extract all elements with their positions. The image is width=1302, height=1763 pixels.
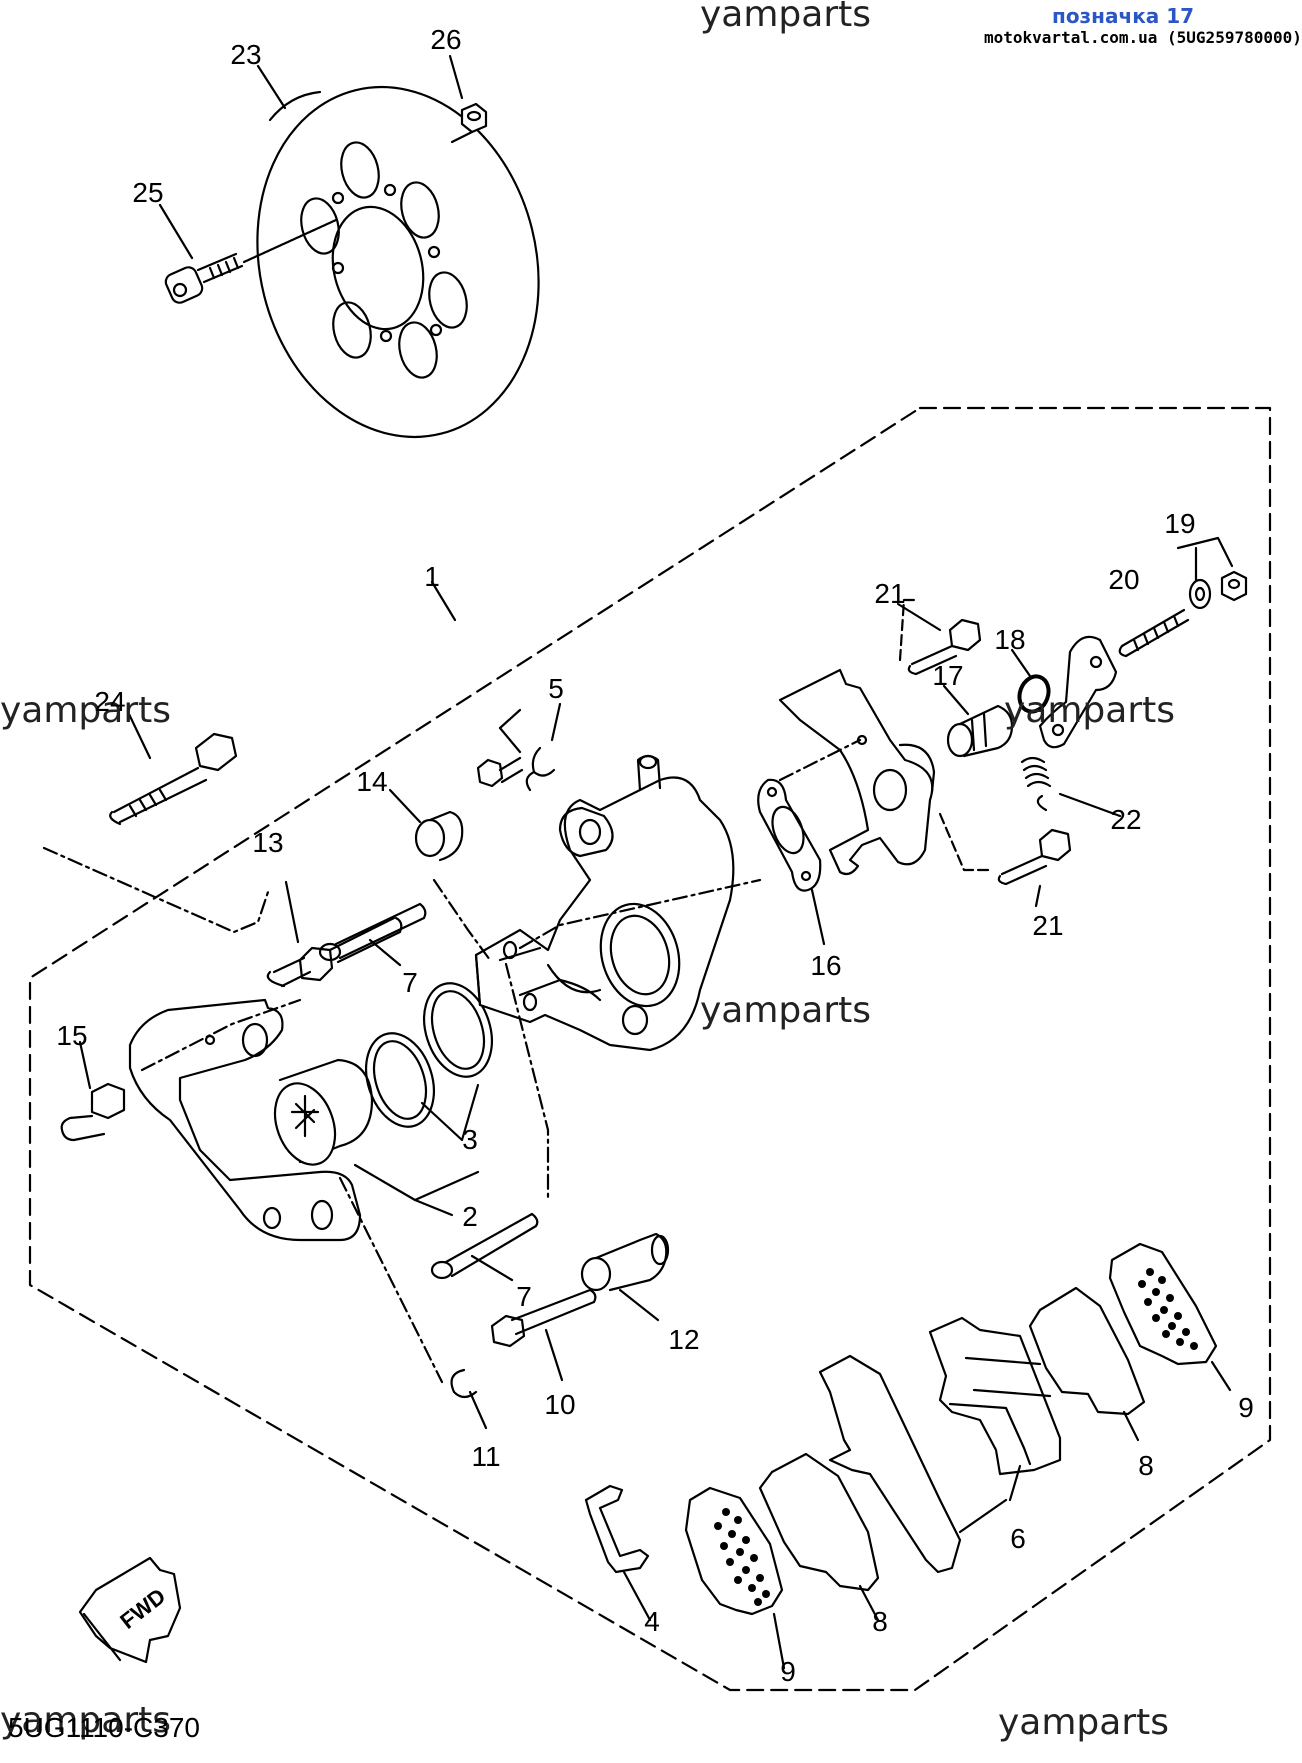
gasket-16: [757, 778, 826, 946]
leader-18: [1010, 648, 1032, 678]
header-tag: позначка 17: [1052, 4, 1195, 28]
callout-8-right: 8: [1138, 1450, 1154, 1481]
leader-2b: [413, 1198, 454, 1217]
bolt-20: [1118, 608, 1190, 658]
spring-22: [1020, 756, 1122, 818]
callout-9-left: 9: [780, 1656, 796, 1687]
connector-g: [504, 962, 550, 1200]
callout-16: 16: [810, 950, 842, 981]
callout-13: 13: [252, 827, 284, 858]
connector-b: [898, 598, 920, 662]
callout-12: 12: [668, 1324, 700, 1355]
callout-1: 1: [424, 561, 440, 592]
support-bracket: [778, 668, 936, 876]
leader-3: [420, 1083, 480, 1142]
callout-23: 23: [230, 39, 262, 70]
guide-bolt-13: [266, 880, 403, 988]
diagram-code: 5UG1110-C370: [8, 1712, 200, 1743]
connector-a: [778, 738, 862, 782]
banjo-fitting-17: [942, 684, 1014, 758]
pin-7-upper: [318, 902, 427, 967]
sleeve-12: [580, 1232, 670, 1322]
bolt-15: [60, 1040, 126, 1142]
connector-d: [42, 846, 270, 934]
connector-i: [518, 878, 762, 950]
callout-7-upper: 7: [402, 967, 418, 998]
shim-8-right: [1028, 1286, 1146, 1442]
leader-25: [158, 203, 194, 260]
callout-18: 18: [994, 624, 1026, 655]
pad-spring-4: [584, 1484, 652, 1622]
callout-14: 14: [356, 766, 388, 797]
watermark-bottom-left: yamparts: [0, 1700, 172, 1741]
fwd-arrow-icon: [78, 1556, 182, 1664]
callout-21-lower: 21: [1032, 910, 1064, 941]
connector-c: [938, 812, 992, 872]
connector-h: [338, 1176, 444, 1384]
bolt-24: [109, 710, 238, 826]
bleed-screw: [476, 702, 562, 792]
brake-disc: [256, 85, 540, 439]
leader-26: [448, 54, 464, 100]
bolt-21-upper: [896, 602, 982, 676]
callout-5: 5: [548, 673, 564, 704]
callout-11: 11: [471, 1441, 501, 1472]
watermark-right: yamparts: [1004, 690, 1176, 731]
callout-9-right: 9: [1238, 1392, 1254, 1423]
callout-19: 19: [1164, 508, 1196, 539]
callout-2: 2: [462, 1201, 478, 1232]
brake-pad-6: [818, 1316, 1062, 1574]
watermark-top: yamparts: [700, 0, 872, 35]
assembly-boundary: [28, 406, 1272, 1692]
callout-7-lower: 7: [516, 1281, 532, 1312]
disc-bolt: [164, 218, 338, 304]
shim-9-left: [684, 1486, 786, 1670]
connector-f: [432, 878, 492, 962]
caliper-piston: [273, 1058, 374, 1166]
callout-20: 20: [1108, 564, 1140, 595]
leader-23: [256, 64, 287, 110]
callout-15: 15: [56, 1020, 88, 1051]
watermark-left: yamparts: [0, 690, 172, 731]
caliper-body: [474, 754, 735, 1052]
bolt-21-lower: [997, 828, 1072, 908]
watermark-middle: yamparts: [700, 990, 872, 1031]
callout-6: 6: [1010, 1523, 1026, 1554]
callout-8-left: 8: [872, 1606, 888, 1637]
o-ring-18: [1017, 674, 1051, 714]
callout-4: 4: [644, 1606, 660, 1637]
watermark-bottom-right: yamparts: [998, 1702, 1170, 1743]
pin-7-lower: [430, 1212, 539, 1282]
circlip-11: [450, 1368, 488, 1430]
shim-8-left: [758, 1452, 880, 1622]
leader-2: [353, 1163, 480, 1202]
shim-9-right: [1108, 1242, 1232, 1392]
callout-24: 24: [94, 686, 126, 717]
adjust-plate: [1038, 635, 1118, 749]
callout-21-upper: 21: [874, 578, 906, 609]
callout-3: 3: [462, 1124, 478, 1155]
piston-seals: [365, 982, 493, 1128]
leader-1: [430, 580, 457, 622]
connector-e: [140, 998, 302, 1072]
bush-14: [388, 788, 464, 862]
callout-25: 25: [132, 177, 164, 208]
callout-10: 10: [544, 1389, 576, 1420]
bolt-10: [490, 1288, 597, 1382]
callout-22: 22: [1110, 804, 1142, 835]
callout-17: 17: [932, 660, 964, 691]
disc-nut: [450, 102, 488, 144]
callout-26: 26: [430, 24, 462, 55]
washer-nut-19: [1176, 536, 1248, 610]
shop-reference: motokvartal.com.ua (5UG259780000): [984, 28, 1302, 47]
